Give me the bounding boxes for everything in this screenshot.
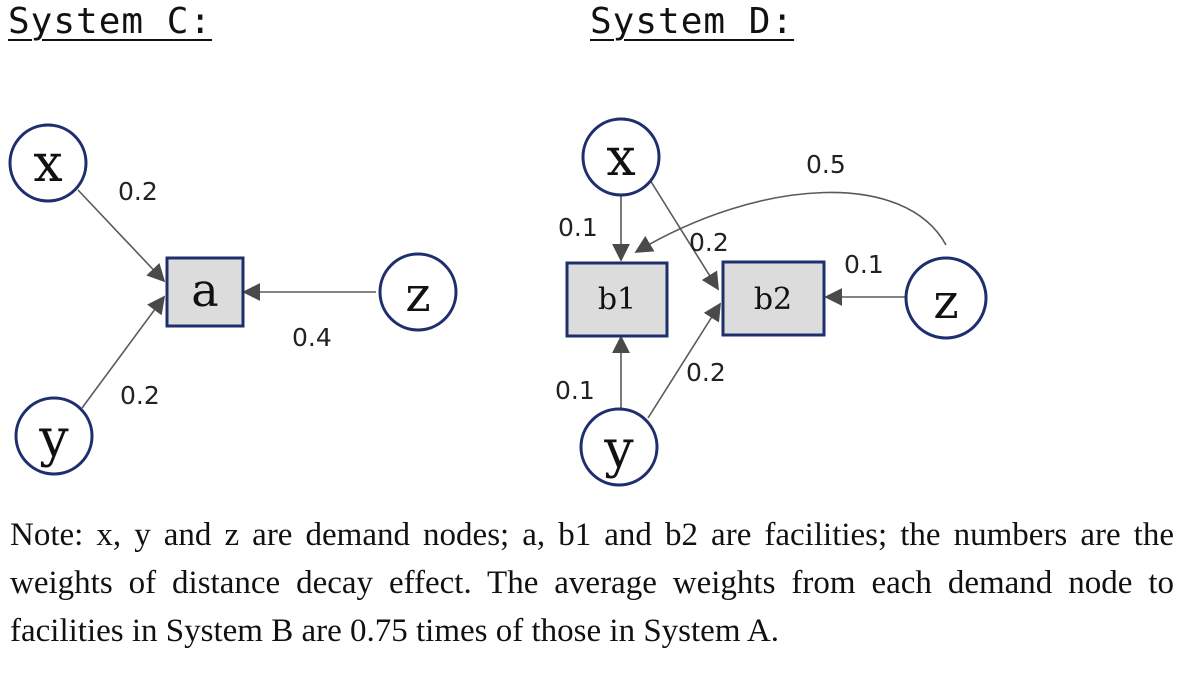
facility-b1	[565, 261, 669, 338]
weight-x-b1: 0.1	[558, 213, 598, 242]
weight-y-b2: 0.2	[686, 358, 726, 387]
node-z-c	[378, 252, 458, 332]
node-y-c	[14, 396, 94, 476]
system-c-heading: System C:	[8, 1, 213, 42]
weight-z-a: 0.4	[292, 323, 332, 352]
node-x-d	[581, 117, 661, 197]
edge-x-b2	[649, 179, 719, 291]
weight-y-a: 0.2	[120, 381, 160, 410]
facility-b2-label: b2	[754, 282, 792, 317]
weight-y-b1: 0.1	[555, 376, 595, 405]
weight-x-a: 0.2	[118, 177, 158, 206]
weight-x-b2: 0.2	[689, 228, 729, 257]
facility-b2	[721, 260, 826, 337]
node-y-c-label: y	[38, 409, 69, 469]
node-z-c-label: z	[405, 267, 430, 323]
edge-y-a	[81, 295, 166, 409]
node-x-c-label: x	[33, 134, 62, 194]
node-x-d-label: x	[606, 128, 635, 188]
facility-a-label: a	[191, 263, 218, 317]
system-d-diagram: x y z b1 b2 0.1 0.2 0.1 0.2 0.1 0.5	[555, 117, 988, 487]
weight-z-b2: 0.1	[844, 250, 884, 279]
node-y-d	[579, 407, 659, 487]
system-d-heading: System D:	[590, 1, 795, 42]
figure-note: Note: x, y and z are demand nodes; a, b1…	[10, 517, 1174, 649]
facility-b1-label: b1	[598, 282, 636, 317]
node-x-c	[8, 123, 88, 203]
facility-a	[165, 256, 245, 328]
edge-x-a	[77, 189, 166, 283]
node-z-d-label: z	[933, 274, 958, 330]
node-z-d	[904, 256, 988, 340]
edge-z-b1	[634, 191, 947, 253]
edge-y-b2	[647, 302, 721, 419]
network-diagrams: x y z a 0.2 0.2 0.4 x y z b1 b2 0.1 0.2 …	[8, 117, 988, 487]
weight-z-b1: 0.5	[806, 150, 846, 179]
node-y-d-label: y	[603, 420, 634, 480]
system-c-diagram: x y z a 0.2 0.2 0.4	[8, 123, 458, 476]
